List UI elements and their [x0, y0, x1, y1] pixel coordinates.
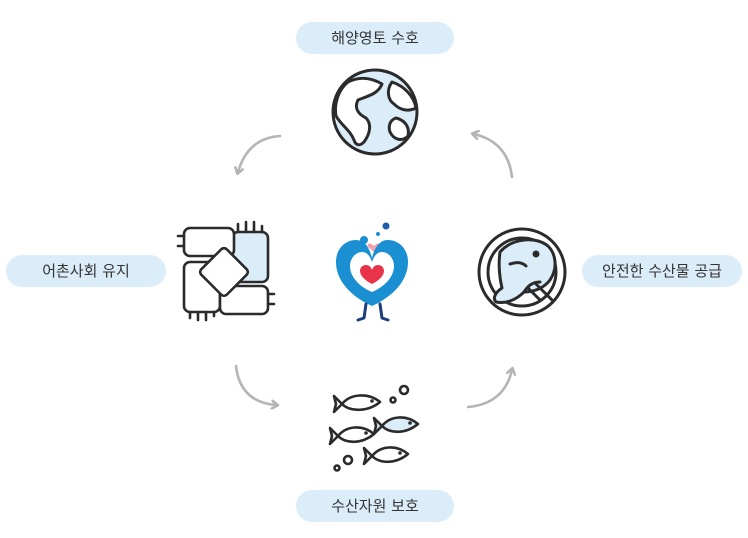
label-safe-seafood-supply: 안전한 수산물 공급: [582, 255, 742, 287]
arrow-bottom-to-right: [466, 370, 512, 409]
label-ocean-territory: 해양영토 수호: [296, 22, 454, 54]
fish-plate-icon: [477, 227, 567, 317]
arrow-right-to-top: [474, 134, 514, 179]
heart-mascot-icon: [336, 222, 408, 322]
fish-school-icon: [328, 384, 420, 472]
globe-icon: [331, 68, 419, 156]
label-fishing-community: 어촌사회 유지: [6, 255, 166, 287]
label-fishery-resources: 수산자원 보호: [296, 490, 454, 522]
arrow-left-to-bottom: [234, 364, 276, 405]
joined-hands-icon: [176, 220, 276, 322]
arrow-top-to-left: [238, 134, 282, 172]
